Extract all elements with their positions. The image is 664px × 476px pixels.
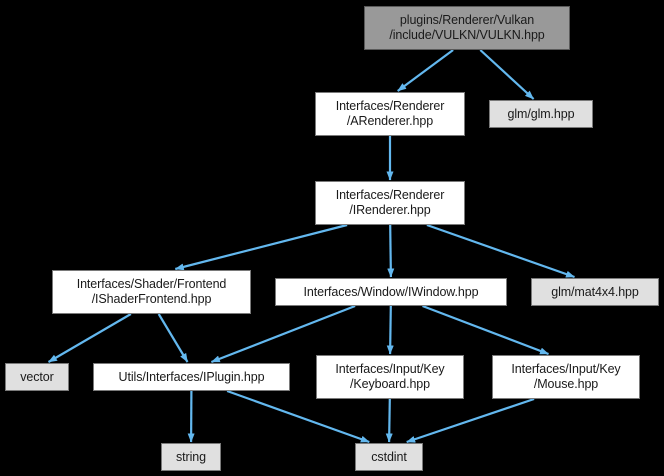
graph-node-ishaderfrontend[interactable]: Interfaces/Shader/Frontend /IShaderFront… <box>52 270 251 314</box>
graph-node-label: vector <box>20 369 54 384</box>
graph-node-iwindow[interactable]: Interfaces/Window/IWindow.hpp <box>275 278 507 306</box>
graph-node-irenderer[interactable]: Interfaces/Renderer /IRenderer.hpp <box>315 181 465 225</box>
graph-node-iplugin[interactable]: Utils/Interfaces/IPlugin.hpp <box>93 363 290 391</box>
graph-node-label: glm/mat4x4.hpp <box>551 284 639 299</box>
graph-node-vector[interactable]: vector <box>5 363 69 391</box>
graph-node-label: Interfaces/Input/Key /Mouse.hpp <box>511 362 621 391</box>
graph-node-label: Interfaces/Input/Key /Keyboard.hpp <box>335 362 445 391</box>
graph-node-label: plugins/Renderer/Vulkan /include/VULKN/V… <box>389 13 545 42</box>
graph-node-string[interactable]: string <box>161 443 221 471</box>
graph-node-label: Interfaces/Renderer /IRenderer.hpp <box>335 188 445 217</box>
graph-edge-ishaderfrontend-to-vector <box>47 313 132 363</box>
graph-edge-iwindow-to-keyboard <box>386 305 394 355</box>
graph-edge-keyboard-to-cstdint <box>385 398 393 443</box>
graph-node-keyboard[interactable]: Interfaces/Input/Key /Keyboard.hpp <box>316 355 464 399</box>
graph-node-glmglm[interactable]: glm/glm.hpp <box>489 100 593 128</box>
graph-node-label: glm/glm.hpp <box>507 106 575 121</box>
graph-edge-iwindow-to-iplugin <box>210 304 356 364</box>
graph-node-label: Interfaces/Shader/Frontend /IShaderFront… <box>76 277 227 306</box>
graph-edge-irenderer-to-iwindow <box>387 224 395 278</box>
graph-node-label: string <box>176 449 206 464</box>
graph-node-mouse[interactable]: Interfaces/Input/Key /Mouse.hpp <box>492 355 640 399</box>
graph-edge-ishaderfrontend-to-iplugin <box>157 313 189 363</box>
graph-node-label: Utils/Interfaces/IPlugin.hpp <box>118 369 265 384</box>
graph-node-arenderer[interactable]: Interfaces/Renderer /ARenderer.hpp <box>315 92 465 136</box>
graph-edge-iwindow-to-mouse <box>422 304 549 356</box>
graph-edge-irenderer-to-ishaderfrontend <box>174 223 348 271</box>
graph-node-label: Interfaces/Renderer /ARenderer.hpp <box>335 99 445 128</box>
graph-node-label: Interfaces/Window/IWindow.hpp <box>303 284 479 299</box>
graph-node-label: cstdint <box>371 449 407 464</box>
graph-edge-irenderer-to-glmmat4x4 <box>426 223 575 279</box>
graph-node-vulkn[interactable]: plugins/Renderer/Vulkan /include/VULKN/V… <box>364 6 570 50</box>
graph-node-glmmat4x4[interactable]: glm/mat4x4.hpp <box>531 278 659 306</box>
graph-edge-vulkn-to-arenderer <box>397 49 454 92</box>
graph-edge-mouse-to-cstdint <box>406 397 535 444</box>
graph-node-cstdint[interactable]: cstdint <box>355 443 423 471</box>
graph-edge-vulkn-to-glmglm <box>479 49 535 100</box>
